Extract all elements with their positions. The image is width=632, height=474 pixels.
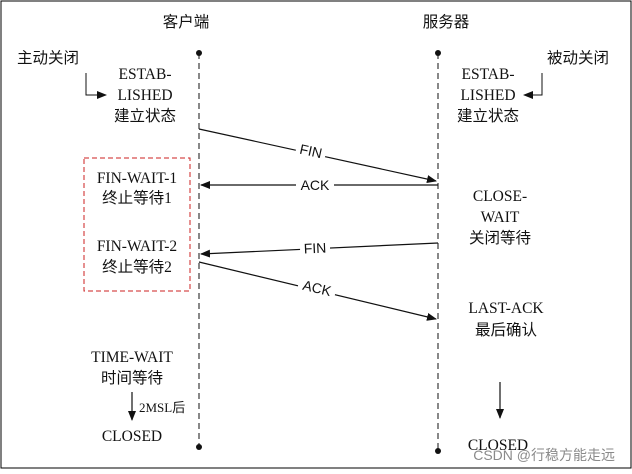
client-closed-state: CLOSED — [102, 428, 162, 445]
time-wait-state: TIME-WAIT — [91, 349, 173, 366]
fin-wait-1-label: 终止等待1 — [102, 189, 172, 207]
ack-message-1-label-bg — [296, 177, 334, 193]
fin-message-1-label: FIN — [298, 141, 323, 161]
fin-message-1-label-bg — [294, 139, 328, 163]
fin-message-2-label: FIN — [303, 239, 326, 256]
client-established-label: 建立状态 — [114, 107, 176, 125]
client-timeline-end-dot — [196, 444, 202, 450]
passive-close-note: 被动关闭 — [547, 49, 609, 67]
last-ack-state: LAST-ACK — [468, 300, 544, 317]
server-established-line1: ESTAB- — [461, 66, 514, 83]
active-close-arrow — [85, 73, 107, 99]
fin-message-2-label-bg — [299, 239, 331, 257]
active-close-note: 主动关闭 — [17, 49, 79, 67]
client-established-line1: ESTAB- — [118, 66, 171, 83]
server-timeline-start-dot — [435, 50, 441, 56]
time-wait-label: 时间等待 — [101, 369, 163, 387]
ack-message-2-label-bg — [296, 275, 338, 301]
passive-close-arrow — [523, 73, 543, 99]
close-wait-state-line1: CLOSE- — [473, 188, 527, 205]
ack-message-2-label: ACK — [301, 277, 333, 299]
close-wait-label: 关闭等待 — [469, 229, 531, 247]
fin-wait-1-state: FIN-WAIT-1 — [97, 170, 177, 187]
fin-wait-2-label: 终止等待2 — [102, 258, 172, 276]
fin-wait-2-state: FIN-WAIT-2 — [97, 238, 177, 255]
server-established-line2: LISHED — [460, 87, 515, 104]
timer-label: 2MSL后 — [139, 400, 185, 415]
server-timeline-end-dot — [435, 448, 441, 454]
server-established-label: 建立状态 — [457, 107, 519, 125]
server-closed-state: CLOSED — [468, 437, 528, 454]
server-header: 服务器 — [423, 13, 470, 31]
watermark: CSDN @行稳方能走远 — [473, 447, 615, 463]
close-wait-state-line2: WAIT — [481, 209, 520, 226]
client-timeline-start-dot — [196, 50, 202, 56]
ack-message-1-label: ACK — [301, 177, 330, 193]
client-header: 客户端 — [163, 13, 210, 31]
fin-wait-highlight-box — [83, 157, 191, 292]
client-established-line2: LISHED — [117, 87, 172, 104]
last-ack-label: 最后确认 — [475, 321, 537, 339]
